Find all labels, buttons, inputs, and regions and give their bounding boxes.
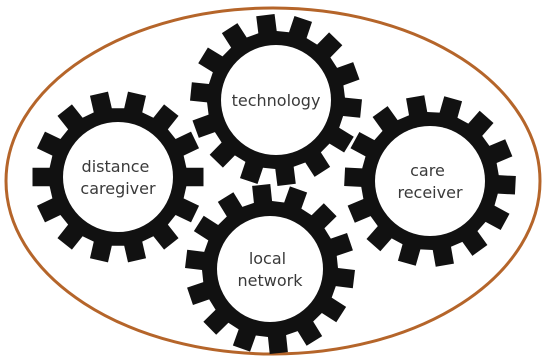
gear-technology-label: technology bbox=[232, 91, 321, 110]
gear-technology-hub bbox=[221, 45, 331, 155]
gear-local-network-hub bbox=[217, 216, 323, 322]
gear-distance-caregiver: distance caregiver bbox=[32, 91, 204, 263]
gear-technology: technology bbox=[190, 14, 362, 186]
gear-care-receiver-hub bbox=[375, 126, 485, 236]
gear-care-receiver: care receiver bbox=[344, 95, 516, 267]
gear-local-network-label: local network bbox=[238, 249, 304, 290]
gear-care-receiver-label: care receiver bbox=[397, 161, 462, 202]
oval-frame bbox=[4, 6, 542, 356]
gear-distance-caregiver-label: distance caregiver bbox=[80, 157, 156, 198]
gear-local-network: local network bbox=[185, 184, 355, 354]
gear-distance-caregiver-hub bbox=[63, 122, 173, 232]
